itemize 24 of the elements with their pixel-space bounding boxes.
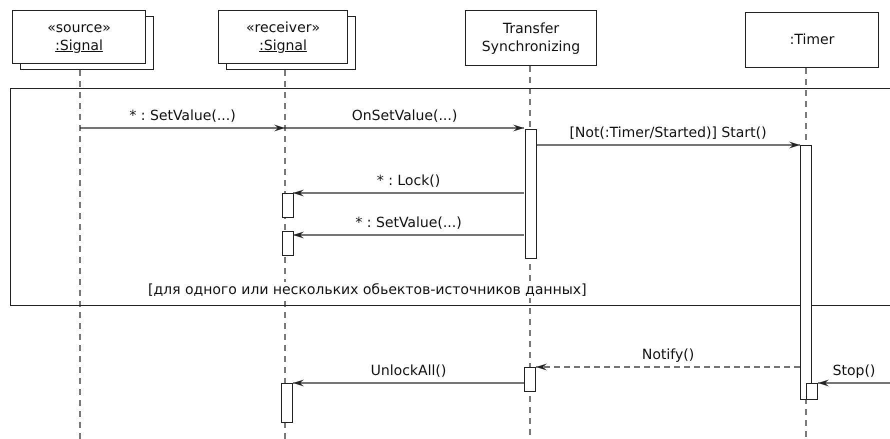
activation-bar <box>806 383 818 400</box>
message-label: OnSetValue(...) <box>350 108 460 124</box>
message-arrow <box>80 124 285 132</box>
activation-bar <box>800 145 812 400</box>
object-name: Transfer Synchronizing <box>480 20 582 56</box>
message-arrow <box>293 380 524 386</box>
stereotype-label: «receiver» <box>246 19 320 37</box>
object-name: :Signal <box>259 37 307 55</box>
object-name: :Timer <box>790 31 834 49</box>
activation-bar <box>525 129 537 259</box>
message-arrow <box>285 124 524 132</box>
message-arrow <box>293 190 524 196</box>
stereotype-label: «source» <box>47 19 111 37</box>
activation-bar <box>282 193 294 218</box>
activation-bar <box>281 383 293 423</box>
message-arrow <box>536 142 800 148</box>
activation-bar <box>282 231 294 256</box>
object-name: :Signal <box>55 37 103 55</box>
message-label: UnlockAll() <box>368 363 448 379</box>
message-arrow <box>536 364 800 370</box>
activation-bar <box>524 367 536 392</box>
message-arrow <box>293 232 524 238</box>
message-arrow <box>818 380 890 386</box>
message-label: Stop() <box>830 363 878 379</box>
